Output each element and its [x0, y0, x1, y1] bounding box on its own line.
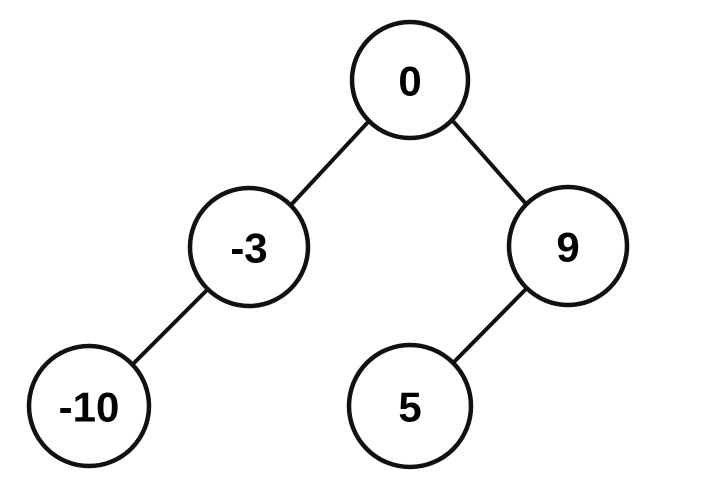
- node-label--3: -3: [230, 225, 267, 272]
- tree-node-0[interactable]: 0: [349, 19, 471, 141]
- node-circle-5: [346, 342, 474, 470]
- tree-node-9[interactable]: 9: [506, 184, 630, 308]
- tree-edge-n0-to-n-3: [288, 119, 371, 208]
- tree-edge-n-3-to-n-10: [129, 287, 210, 368]
- node-label-0: 0: [398, 58, 421, 105]
- node-circle-9: [506, 184, 630, 308]
- node-circle--10: [26, 343, 152, 469]
- tree-node--10[interactable]: -10: [26, 343, 152, 469]
- tree-node--3[interactable]: -3: [187, 185, 311, 309]
- nodes-group: 0 -3 9 -10 5: [26, 19, 630, 470]
- node-label-5: 5: [398, 384, 421, 431]
- node-label--10: -10: [59, 384, 120, 431]
- node-label-9: 9: [556, 224, 579, 271]
- node-circle--3: [187, 185, 311, 309]
- tree-node-5[interactable]: 5: [346, 342, 474, 470]
- tree-edge-n0-to-n9: [450, 118, 529, 207]
- edges-group: [129, 118, 529, 368]
- tree-edge-n9-to-n5: [450, 286, 529, 366]
- node-circle-0: [349, 19, 471, 141]
